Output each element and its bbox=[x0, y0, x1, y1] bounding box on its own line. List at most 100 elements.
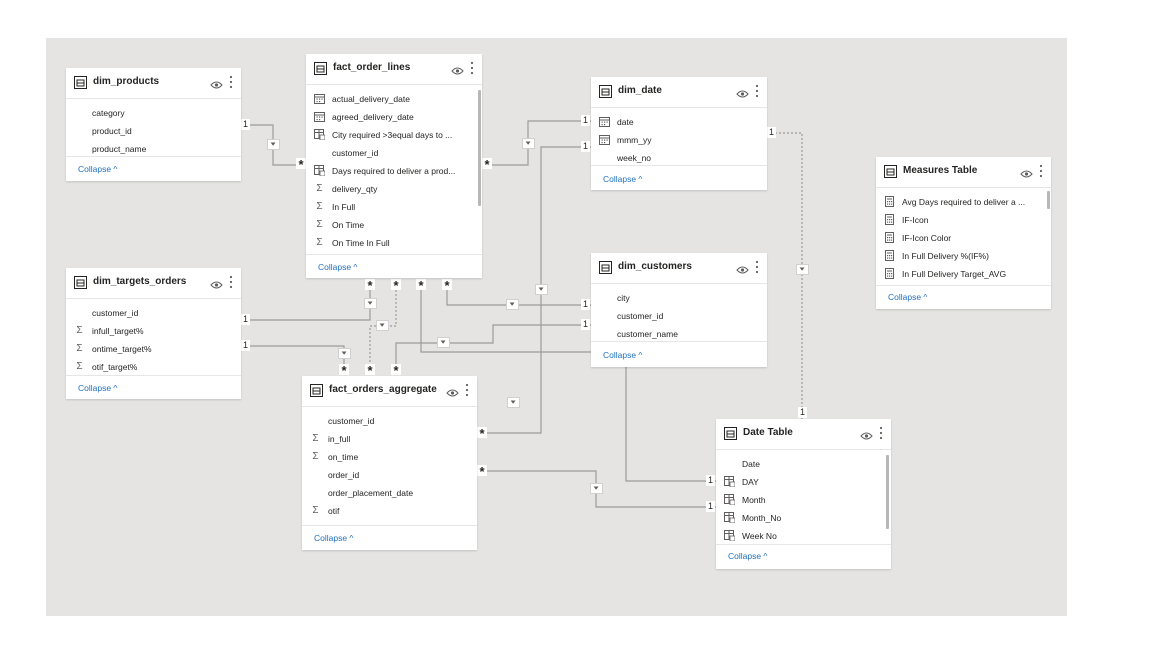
field-row[interactable]: Month_No bbox=[716, 509, 891, 527]
field-name: category bbox=[92, 108, 125, 118]
filter-direction-arrow bbox=[522, 138, 535, 149]
field-row[interactable]: customer_id bbox=[591, 307, 767, 325]
more-options-icon[interactable] bbox=[878, 425, 884, 441]
more-options-icon[interactable] bbox=[228, 74, 234, 90]
more-options-icon[interactable] bbox=[754, 83, 760, 99]
table-card-header[interactable]: dim_targets_orders bbox=[66, 268, 241, 299]
field-row[interactable]: City required >3equal days to ... bbox=[306, 126, 482, 144]
field-list-scrollbar[interactable] bbox=[478, 90, 481, 206]
field-row[interactable]: category bbox=[66, 104, 241, 122]
collapse-link[interactable]: Collapse ^ bbox=[603, 350, 643, 360]
field-row[interactable]: actual_delivery_date bbox=[306, 90, 482, 108]
cardinality-many-label: * bbox=[339, 364, 349, 377]
field-row[interactable]: customer_id bbox=[66, 304, 241, 322]
visibility-eye-icon[interactable] bbox=[210, 77, 223, 89]
table-card-header[interactable]: Date Table bbox=[716, 419, 891, 450]
visibility-eye-icon[interactable] bbox=[446, 385, 459, 397]
collapse-link[interactable]: Collapse ^ bbox=[888, 292, 928, 302]
field-row[interactable]: Days required to deliver a prod... bbox=[306, 162, 482, 180]
field-name: Days required to deliver a prod... bbox=[332, 166, 456, 176]
field-row[interactable]: order_placement_date bbox=[302, 484, 477, 502]
field-row[interactable]: Date bbox=[716, 455, 891, 473]
field-row[interactable]: Week No bbox=[716, 527, 891, 545]
collapse-link[interactable]: Collapse ^ bbox=[314, 533, 354, 543]
field-row[interactable]: product_id bbox=[66, 122, 241, 140]
field-row[interactable]: product_name bbox=[66, 140, 241, 158]
cardinality-one-label: 1 bbox=[241, 314, 250, 325]
table-card-header[interactable]: dim_date bbox=[591, 77, 767, 108]
visibility-eye-icon[interactable] bbox=[736, 86, 749, 98]
field-row[interactable]: Month bbox=[716, 491, 891, 509]
calculated-column-icon bbox=[314, 165, 326, 177]
filter-direction-arrow bbox=[364, 298, 377, 309]
filter-direction-arrow bbox=[376, 320, 389, 331]
field-row[interactable]: date bbox=[591, 113, 767, 131]
field-name: infull_target% bbox=[92, 326, 144, 336]
calculated-column-icon bbox=[314, 129, 326, 141]
table-card-header[interactable]: fact_orders_aggregate bbox=[302, 376, 477, 407]
collapse-link[interactable]: Collapse ^ bbox=[78, 383, 118, 393]
table-icon bbox=[599, 261, 612, 274]
field-row[interactable]: customer_name bbox=[591, 325, 767, 343]
collapse-link[interactable]: Collapse ^ bbox=[318, 262, 358, 272]
field-row[interactable]: agreed_delivery_date bbox=[306, 108, 482, 126]
field-row[interactable]: IF-Icon bbox=[876, 211, 1051, 229]
field-name: otif bbox=[328, 506, 340, 516]
field-row[interactable]: DAY bbox=[716, 473, 891, 491]
collapse-link[interactable]: Collapse ^ bbox=[728, 551, 768, 561]
visibility-eye-icon[interactable] bbox=[1020, 166, 1033, 178]
cardinality-many-label: * bbox=[296, 158, 306, 171]
more-options-icon[interactable] bbox=[754, 259, 760, 275]
field-row[interactable]: In Full Delivery %(IF%) bbox=[876, 247, 1051, 265]
table-card-header[interactable]: dim_customers bbox=[591, 253, 767, 284]
more-options-icon[interactable] bbox=[228, 274, 234, 290]
table-card-header[interactable]: Measures Table bbox=[876, 157, 1051, 188]
field-row[interactable]: In Full Delivery Target_AVG bbox=[876, 265, 1051, 283]
collapse-link[interactable]: Collapse ^ bbox=[603, 174, 643, 184]
more-options-icon[interactable] bbox=[469, 60, 475, 76]
field-row[interactable]: week_no bbox=[591, 149, 767, 167]
visibility-eye-icon[interactable] bbox=[736, 262, 749, 274]
visibility-eye-icon[interactable] bbox=[210, 277, 223, 289]
field-list-scrollbar[interactable] bbox=[1047, 191, 1050, 209]
field-row[interactable]: Avg Days required to deliver a ... bbox=[876, 193, 1051, 211]
field-row[interactable]: IF-Icon Color bbox=[876, 229, 1051, 247]
field-row[interactable]: order_id bbox=[302, 466, 477, 484]
calendar-icon bbox=[314, 93, 325, 104]
cardinality-many-label: * bbox=[482, 158, 492, 171]
visibility-eye-icon[interactable] bbox=[860, 428, 873, 440]
more-options-icon[interactable] bbox=[1038, 163, 1044, 179]
field-row[interactable]: city bbox=[591, 289, 767, 307]
field-row[interactable]: mmm_yy bbox=[591, 131, 767, 149]
cardinality-one-label: 1 bbox=[581, 319, 590, 330]
field-row[interactable]: customer_id bbox=[306, 144, 482, 162]
field-list-scrollbar[interactable] bbox=[886, 455, 889, 529]
field-row[interactable]: customer_id bbox=[302, 412, 477, 430]
cardinality-one-label: 1 bbox=[706, 475, 715, 486]
table-card-header[interactable]: dim_products bbox=[66, 68, 241, 99]
visibility-eye-icon[interactable] bbox=[451, 63, 464, 75]
cardinality-many-label: * bbox=[442, 279, 452, 292]
field-name: IF-Icon Color bbox=[902, 233, 952, 243]
table-card-header[interactable]: fact_order_lines bbox=[306, 54, 482, 85]
collapse-link[interactable]: Collapse ^ bbox=[78, 164, 118, 174]
more-options-icon[interactable] bbox=[464, 382, 470, 398]
